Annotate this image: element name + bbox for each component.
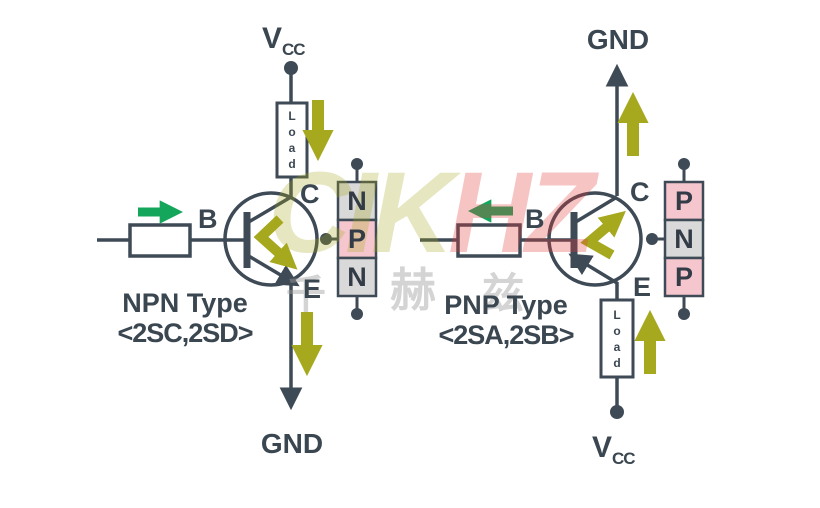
pnp-type-title: PNP Type [444,290,568,320]
npn-collector-pin-label: C [300,179,320,209]
npn-layer-letter-3: N [347,261,367,292]
npn-layer-letter-2: P [347,223,366,254]
pnp-emitter-pin-label: E [633,272,652,302]
pnp-base-resistor [456,223,522,258]
npn-gnd-label: GND [260,428,324,459]
pnp-stack-top-dot [678,158,690,170]
npn-vcc-sub: CC [282,40,306,59]
pnp-base-pin-label: B [525,204,545,234]
pnp-stack-bottom-dot [678,308,690,320]
npn-collector-diag [246,195,292,225]
pnp-layer-p-top [663,180,705,222]
npn-type-title: NPN Type [122,288,248,318]
npn-load-label-box: Load [277,103,307,177]
npn-stack-top-dot [351,158,363,170]
npn-vcc-main: V [262,22,283,55]
npn-stack-bottom-dot [351,308,363,320]
npn-internal-arrow [253,215,298,270]
pnp-vcc-node-dot [610,405,624,419]
pnp-layer-stack [646,158,705,320]
pnp-load-label: Load [613,307,621,370]
npn-circuit [97,61,378,411]
pnp-layer-letter-1: P [674,185,693,216]
pnp-emitter-diag [568,253,618,285]
npn-layer-n-top [336,180,378,222]
pnp-layer-letter-3: P [674,261,693,292]
npn-base-pin-label: B [198,204,218,234]
npn-base-resistor [128,223,192,258]
pnp-collector-diag [573,195,618,225]
pnp-type-subtitle: <2SA,2SB> [438,320,574,350]
pnp-stack-base-dot [646,233,658,245]
pnp-layer-letter-2: N [674,223,694,254]
pnp-layer-p-bottom [663,256,705,298]
pnp-gnd-label: GND [586,24,650,55]
npn-load-label: Load [288,109,296,171]
npn-emitter-diag [246,253,300,287]
pnp-collector-pin-label: C [630,177,650,207]
npn-type-subtitle: <2SC,2SD> [117,318,253,348]
npn-layer-stack [320,158,378,320]
pnp-load-label-box: Load [601,300,633,377]
pnp-vcc-label: VCC [592,431,636,468]
npn-vcc-node-dot [284,61,298,75]
pnp-vcc-sub: CC [612,449,636,468]
npn-stack-base-dot [320,233,332,245]
npn-vcc-label: VCC [262,22,306,59]
npn-layer-letter-1: N [347,185,367,216]
pnp-load-box [599,298,635,379]
pnp-internal-arrow [580,210,626,260]
pnp-vcc-main: V [592,431,613,464]
npn-emitter-pin-label: E [303,274,322,304]
pnp-circuit [420,63,705,419]
